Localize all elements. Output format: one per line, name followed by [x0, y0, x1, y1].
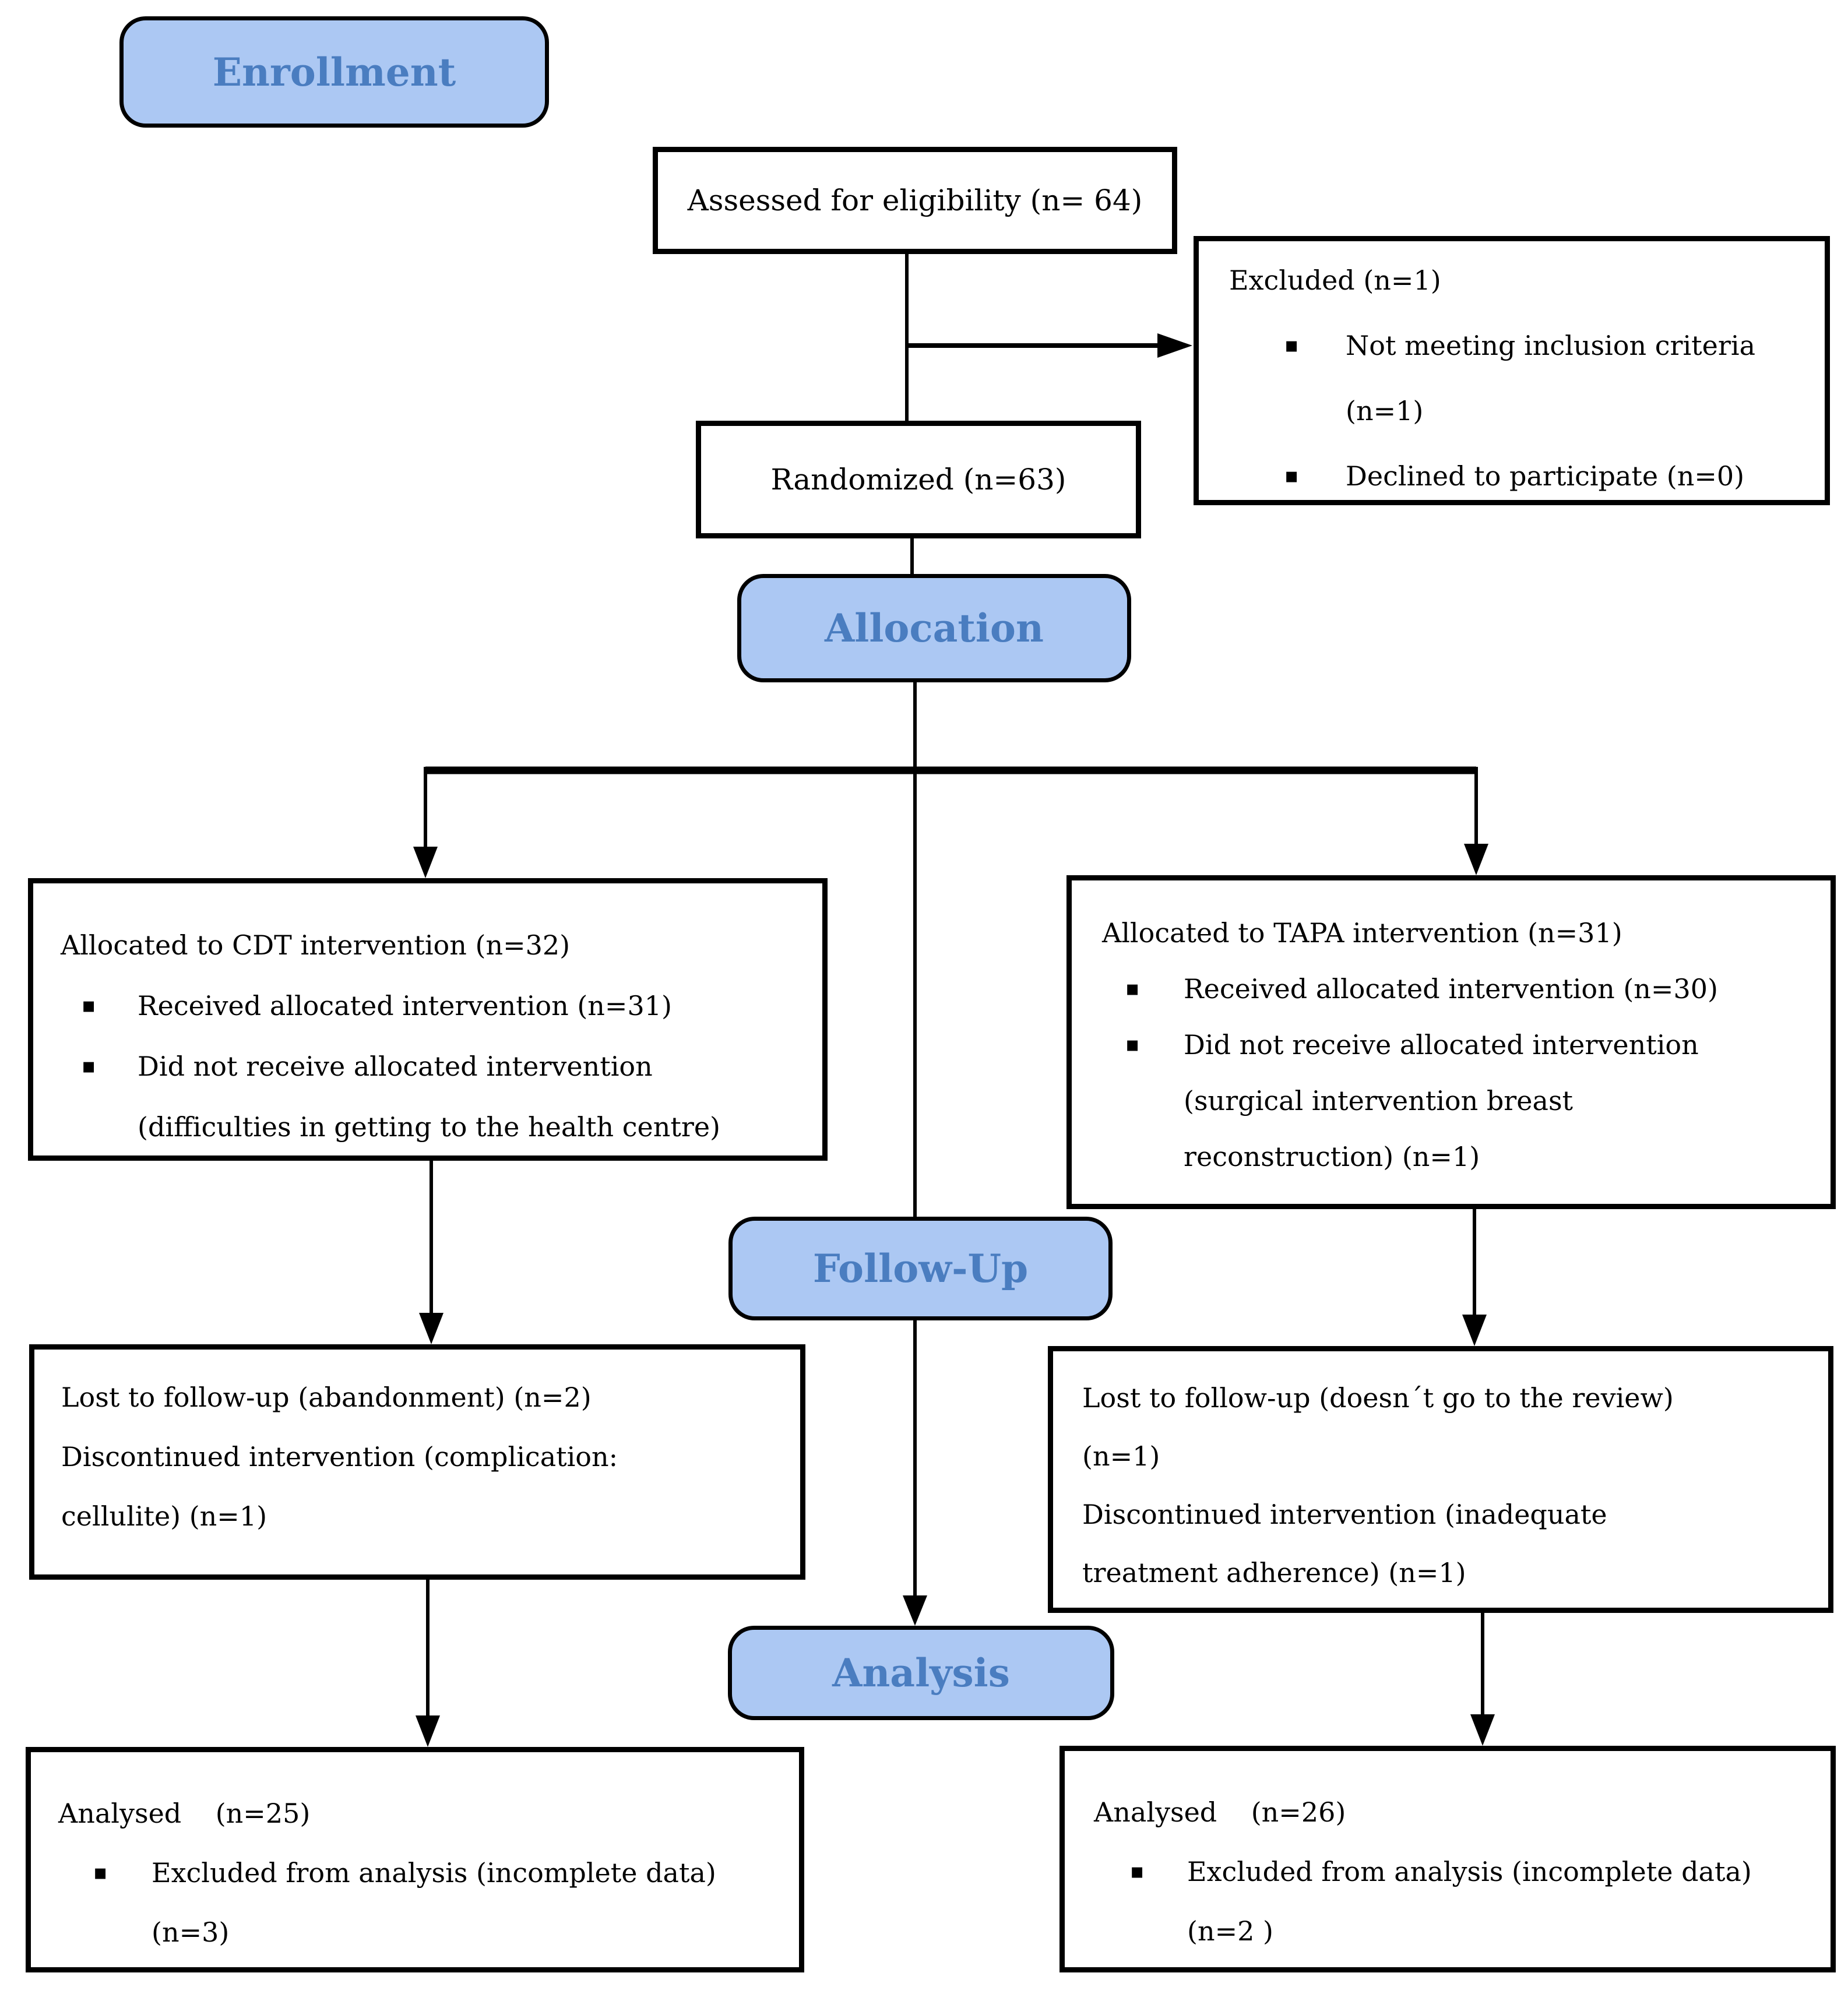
randomized-box: Randomized (n=63)	[696, 421, 1141, 538]
analysed-tapa-title: Analysed (n=26)	[1094, 1796, 1346, 1828]
stage-label-enrollment: Enrollment	[119, 16, 549, 128]
allocated-tapa-box: Allocated to TAPA intervention (n=31) ▪ …	[1066, 875, 1836, 1209]
excluded-bullet-2-line-1: Declined to participate (n=0)	[1346, 460, 1745, 492]
assessed-box: Assessed for eligibility (n= 64)	[653, 147, 1177, 254]
analysed-tapa-bullet-1-line-2: (n=2 )	[1187, 1915, 1273, 1947]
cdt-bullet-2: ▪ Did not receive allocated intervention…	[61, 1036, 811, 1157]
tapa-bullet-2-line-3: reconstruction) (n=1)	[1184, 1141, 1480, 1172]
followup-cdt-line-3: cellulite) (n=1)	[61, 1500, 267, 1532]
stage-label-analysis: Analysis	[728, 1626, 1114, 1720]
cdt-bullet-2-line-1: Did not receive allocated intervention	[138, 1051, 653, 1082]
analysed-tapa-bullet-1-line-1: Excluded from analysis (incomplete data)	[1187, 1856, 1752, 1887]
arrowhead-excluded	[1157, 333, 1192, 358]
stage-label-allocation-text: Allocation	[825, 605, 1044, 651]
arrowhead-cdt	[413, 847, 438, 878]
followup-tapa-line-3: Discontinued intervention (inadequate	[1082, 1499, 1607, 1530]
analysed-cdt-bullet-1-line-1: Excluded from analysis (incomplete data)	[152, 1857, 716, 1889]
tapa-bullet-1: ▪ Received allocated intervention (n=30)	[1102, 961, 1819, 1017]
tapa-bullet-2: ▪ Did not receive allocated intervention…	[1102, 1017, 1819, 1185]
allocated-cdt-box: Allocated to CDT intervention (n=32) ▪ R…	[28, 878, 828, 1161]
stage-label-follow-up-text: Follow-Up	[812, 1246, 1029, 1291]
arrowhead-followup-left	[419, 1313, 443, 1344]
tapa-title: Allocated to TAPA intervention (n=31)	[1102, 917, 1622, 949]
bullet-square-icon: ▪	[1284, 333, 1299, 357]
followup-tapa-box: Lost to follow-up (doesn´t go to the rev…	[1048, 1346, 1833, 1613]
stage-label-analysis-text: Analysis	[832, 1650, 1010, 1696]
bullet-square-icon: ▪	[82, 994, 96, 1017]
excluded-box: Excluded (n=1) ▪ Not meeting inclusion c…	[1194, 236, 1830, 505]
cdt-bullet-2-line-2: (difficulties in getting to the health c…	[138, 1111, 720, 1143]
analysed-cdt-box: Analysed (n=25) ▪ Excluded from analysis…	[26, 1747, 804, 1972]
cdt-bullet-1-line-1: Received allocated intervention (n=31)	[138, 990, 672, 1021]
cdt-bullet-1: ▪ Received allocated intervention (n=31)	[61, 975, 811, 1036]
tapa-bullet-2-line-1: Did not receive allocated intervention	[1184, 1029, 1699, 1061]
bullet-square-icon: ▪	[1125, 977, 1140, 1000]
followup-tapa-line-4: treatment adherence) (n=1)	[1082, 1557, 1466, 1588]
bullet-square-icon: ▪	[1130, 1859, 1145, 1883]
analysed-tapa-box: Analysed (n=26) ▪ Excluded from analysis…	[1059, 1746, 1836, 1972]
followup-cdt-box: Lost to follow-up (abandonment) (n=2) Di…	[29, 1344, 805, 1580]
arrowhead-tapa	[1464, 844, 1488, 875]
bullet-square-icon: ▪	[1125, 1033, 1140, 1056]
arrowhead-analysis	[903, 1595, 927, 1626]
followup-cdt-line-1: Lost to follow-up (abandonment) (n=2)	[61, 1382, 592, 1413]
cdt-title: Allocated to CDT intervention (n=32)	[61, 929, 571, 961]
randomized-text: Randomized (n=63)	[770, 463, 1066, 496]
stage-label-follow-up: Follow-Up	[728, 1217, 1113, 1320]
analysed-cdt-title: Analysed (n=25)	[58, 1798, 311, 1829]
followup-tapa-line-1: Lost to follow-up (doesn´t go to the rev…	[1082, 1382, 1674, 1414]
excluded-bullet-1: ▪ Not meeting inclusion criteria (n=1)	[1229, 313, 1807, 443]
arrowhead-analysed-left	[416, 1715, 440, 1747]
analysed-cdt-bullet-1-line-2: (n=3)	[152, 1917, 230, 1948]
excluded-bullet-2: ▪ Declined to participate (n=0)	[1229, 443, 1807, 509]
arrowhead-analysed-right	[1470, 1714, 1495, 1746]
stage-label-enrollment-text: Enrollment	[212, 49, 456, 95]
tapa-bullet-1-line-1: Received allocated intervention (n=30)	[1184, 973, 1718, 1005]
analysed-tapa-bullet-1: ▪ Excluded from analysis (incomplete dat…	[1094, 1842, 1819, 1961]
assessed-text: Assessed for eligibility (n= 64)	[687, 184, 1143, 217]
excluded-bullet-1-line-1: Not meeting inclusion criteria	[1346, 330, 1756, 361]
excluded-bullet-1-line-2: (n=1)	[1346, 395, 1424, 427]
tapa-bullet-2-line-2: (surgical intervention breast	[1184, 1085, 1574, 1116]
stage-label-allocation: Allocation	[737, 574, 1131, 682]
bullet-square-icon: ▪	[82, 1054, 96, 1078]
excluded-title: Excluded (n=1)	[1229, 265, 1441, 296]
bullet-square-icon: ▪	[93, 1861, 108, 1884]
followup-cdt-line-2: Discontinued intervention (complication:	[61, 1441, 618, 1472]
analysed-cdt-bullet-1: ▪ Excluded from analysis (incomplete dat…	[58, 1843, 787, 1962]
followup-tapa-line-2: (n=1)	[1082, 1440, 1160, 1472]
arrowhead-followup-right	[1462, 1315, 1487, 1346]
bullet-square-icon: ▪	[1284, 464, 1299, 488]
